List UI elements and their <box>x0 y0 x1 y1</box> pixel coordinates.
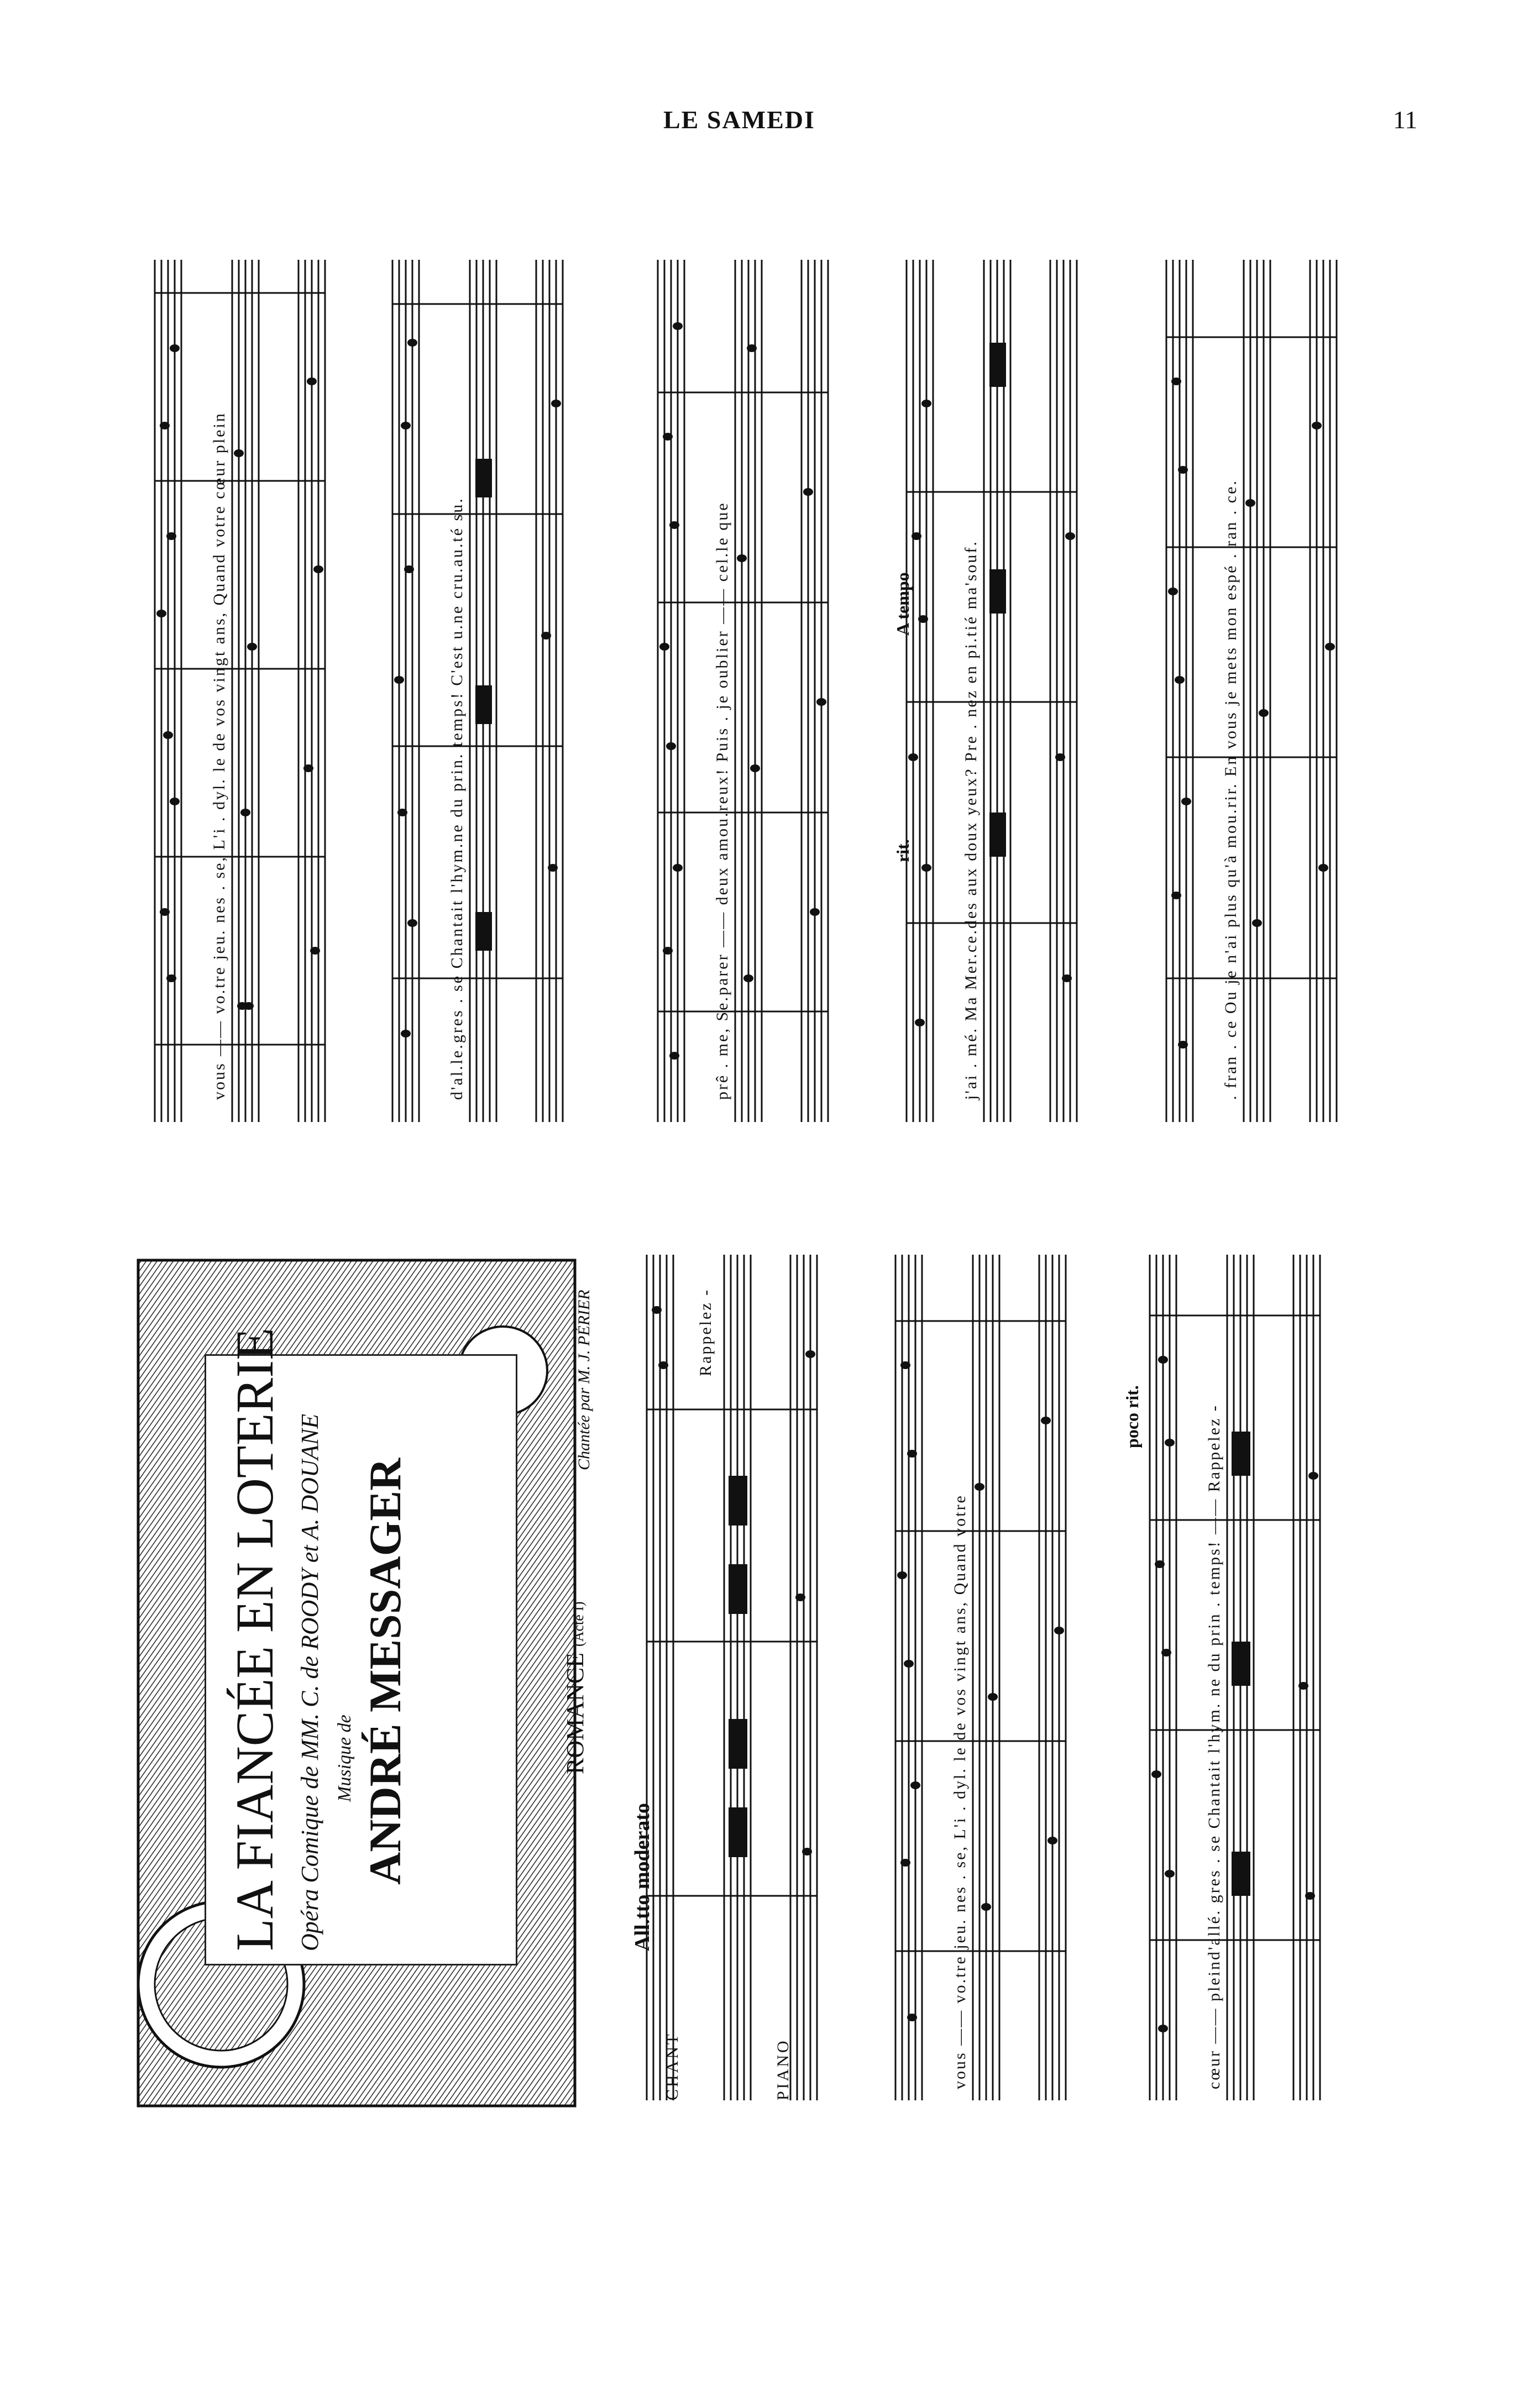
composer-name: ANDRÉ MESSAGER <box>360 1458 410 1885</box>
lyrics-top-4: j'ai . mé. Ma Mer.ce.des aux doux yeux? … <box>962 540 980 1100</box>
staff-system-top-1 <box>154 260 326 1122</box>
mark-rit: rit. <box>893 839 913 862</box>
act-label: (Acte I) <box>570 1601 586 1647</box>
opera-title: LA FIANCÉE EN LOTERIE <box>225 1328 284 1951</box>
staff-system-bottom-1 <box>646 1255 818 2100</box>
staff-system-bottom-2 <box>894 1255 1067 2100</box>
staff-system-bottom-3 <box>1149 1255 1321 2100</box>
lyrics-bottom-1: Rappelez - <box>696 1288 715 1376</box>
lyrics-bottom-2: vous —— vo.tre jeu. nes . se, L'i . dyl.… <box>951 1494 969 2089</box>
staff-system-top-2 <box>391 260 564 1122</box>
music-by: Musique de <box>334 1715 355 1802</box>
lyrics-top-3: prê . me, Se.parer —— deux amou.reux! Pu… <box>713 501 731 1100</box>
opera-subtitle: Opéra Comique de MM. C. de ROODY et A. D… <box>296 1414 323 1951</box>
lyrics-top-2: d'al.le.gres . se Chantait l'hym.ne du p… <box>448 497 466 1100</box>
staff-system-top-5 <box>1165 260 1338 1122</box>
lyrics-bottom-3: cœur —— pleind'allé. gres . se Chantait … <box>1205 1404 1223 2089</box>
title-cartouche <box>205 1354 517 1965</box>
lyrics-top-1: vous —— vo.tre jeu. nes . se, L'i . dyl.… <box>210 412 228 1100</box>
staff-system-top-3 <box>657 260 829 1122</box>
mark-a-tempo: A tempo <box>893 572 913 636</box>
sung-by: Chantée par M. J. PÉRIER <box>575 1290 593 1470</box>
title-plate: LA FIANCÉE EN LOTERIE Opéra Comique de M… <box>127 1249 586 2117</box>
lyrics-top-5: . fran . ce Ou je n'ai plus qu'à mou.rir… <box>1222 479 1240 1100</box>
page-header: LE SAMEDI 11 <box>0 94 1540 144</box>
piece-heading: ROMANCE (Acte I) <box>561 1601 589 1774</box>
mark-poco-rit: poco rit. <box>1122 1385 1142 1448</box>
journal-title: LE SAMEDI <box>663 106 815 134</box>
staff-system-top-4 <box>905 260 1078 1122</box>
page-number: 11 <box>1393 106 1418 134</box>
romance-title: ROMANCE <box>562 1652 589 1774</box>
